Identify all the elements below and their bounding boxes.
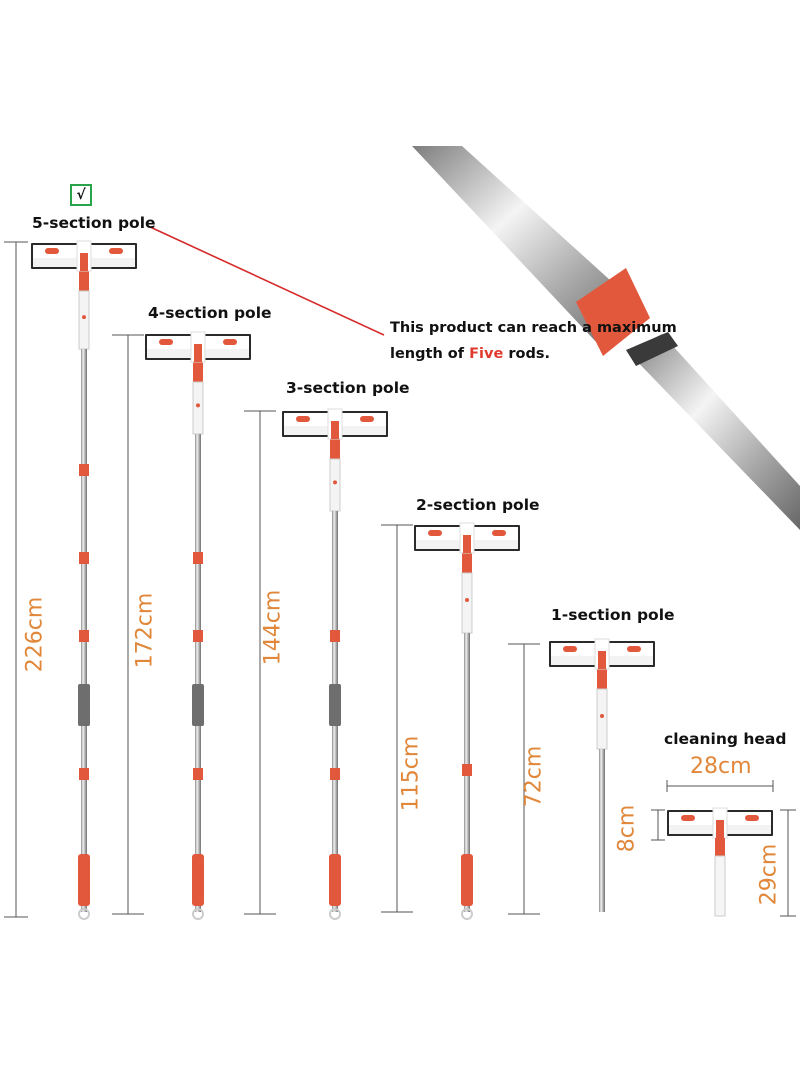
adapter bbox=[462, 551, 472, 573]
foam-grip bbox=[78, 684, 90, 726]
dimension-172cm: 172cm bbox=[132, 592, 158, 669]
head-clip-right bbox=[627, 646, 641, 652]
adapter bbox=[79, 269, 89, 291]
head-clip-left bbox=[681, 815, 695, 821]
dimension-line-width bbox=[666, 780, 774, 792]
pole-3-section bbox=[282, 408, 388, 920]
label-cleaning-head: cleaning head bbox=[664, 730, 787, 748]
dimension-115cm: 115cm bbox=[398, 735, 424, 812]
section-connector bbox=[79, 630, 89, 642]
label-3-section-pole: 3-section pole bbox=[286, 379, 410, 397]
end-handle bbox=[329, 854, 341, 906]
dimension-line bbox=[244, 410, 276, 915]
section-connector bbox=[330, 768, 340, 780]
dimension-line bbox=[112, 334, 144, 915]
pole-2-section bbox=[414, 522, 520, 920]
adapter-sleeve bbox=[329, 458, 341, 512]
label-5-section-pole: 5-section pole bbox=[32, 214, 156, 232]
connector-closeup bbox=[576, 268, 650, 356]
release-button bbox=[82, 315, 86, 320]
head-clip-left bbox=[428, 530, 442, 536]
head-clip-left bbox=[45, 248, 59, 254]
head-joint-accent bbox=[194, 344, 202, 362]
adapter-sleeve bbox=[596, 688, 608, 750]
release-button bbox=[196, 403, 200, 408]
adapter-sleeve bbox=[78, 290, 90, 350]
head-joint-accent bbox=[716, 820, 724, 838]
lower-rod-closeup bbox=[628, 334, 800, 530]
adapter bbox=[597, 667, 607, 689]
hanging-loop bbox=[461, 908, 473, 920]
note-line-2: length of Five rods. bbox=[390, 346, 550, 362]
section-connector bbox=[193, 768, 203, 780]
note-line-1: This product can reach a maximum bbox=[390, 320, 677, 336]
dimension-72cm: 72cm bbox=[521, 745, 547, 808]
section-connector bbox=[79, 464, 89, 476]
head-joint-accent bbox=[463, 535, 471, 553]
end-handle bbox=[78, 854, 90, 906]
head-joint-accent bbox=[598, 651, 606, 669]
section-connector bbox=[193, 630, 203, 642]
section-connector bbox=[330, 630, 340, 642]
head-joint-accent bbox=[80, 253, 88, 271]
end-handle bbox=[192, 854, 204, 906]
dimension-28cm: 28cm bbox=[690, 754, 752, 779]
head-clip-left bbox=[159, 339, 173, 345]
pole-1-section bbox=[549, 638, 655, 912]
rod-closeup-photo bbox=[412, 146, 800, 530]
steel-rod bbox=[599, 749, 605, 912]
hanging-loop bbox=[192, 908, 204, 920]
pointer-line bbox=[147, 225, 385, 336]
section-connector bbox=[79, 552, 89, 564]
head-clip-right bbox=[223, 339, 237, 345]
dimension-29cm: 29cm bbox=[756, 843, 782, 906]
dimension-line bbox=[651, 809, 665, 841]
label-2-section-pole: 2-section pole bbox=[416, 496, 540, 514]
label-4-section-pole: 4-section pole bbox=[148, 304, 272, 322]
foam-grip bbox=[329, 684, 341, 726]
head-clip-left bbox=[296, 416, 310, 422]
head-clip-left bbox=[563, 646, 577, 652]
adapter bbox=[330, 437, 340, 459]
note-highlight: Five bbox=[469, 346, 504, 362]
release-button bbox=[600, 714, 604, 718]
note-line-2-suffix: rods. bbox=[508, 346, 551, 362]
head-clip-right bbox=[745, 815, 759, 821]
hanging-loop bbox=[78, 908, 90, 920]
dimension-line bbox=[381, 524, 413, 913]
section-connector bbox=[193, 552, 203, 564]
adapter bbox=[193, 360, 203, 382]
section-connector bbox=[462, 764, 472, 776]
pole-5-section bbox=[31, 240, 137, 920]
release-button bbox=[333, 480, 337, 485]
dimension-line bbox=[4, 241, 28, 918]
dimension-line bbox=[508, 643, 540, 915]
end-handle bbox=[461, 854, 473, 906]
foam-grip bbox=[192, 684, 204, 726]
check-mark: √ bbox=[76, 187, 86, 203]
head-clip-right bbox=[492, 530, 506, 536]
label-1-section-pole: 1-section pole bbox=[551, 606, 675, 624]
dimension-226cm: 226cm bbox=[22, 596, 48, 673]
dimension-line bbox=[780, 809, 796, 917]
note-line-2-prefix: length of bbox=[390, 346, 465, 362]
head-clip-right bbox=[360, 416, 374, 422]
head-clip-right bbox=[109, 248, 123, 254]
cleaning-head-detail bbox=[667, 807, 773, 917]
check-mark-box: √ bbox=[70, 184, 92, 206]
upper-rod-closeup bbox=[412, 146, 632, 344]
release-button bbox=[465, 598, 469, 602]
head-joint-accent bbox=[331, 421, 339, 439]
steel-rod bbox=[195, 434, 201, 912]
adapter-sleeve bbox=[461, 572, 473, 634]
section-connector bbox=[79, 768, 89, 780]
dimension-144cm: 144cm bbox=[260, 589, 286, 666]
pole-4-section bbox=[145, 331, 251, 920]
adapter-sleeve bbox=[192, 381, 204, 435]
dimension-8cm: 8cm bbox=[614, 804, 640, 853]
thread-closeup bbox=[626, 332, 678, 366]
hanging-loop bbox=[329, 908, 341, 920]
